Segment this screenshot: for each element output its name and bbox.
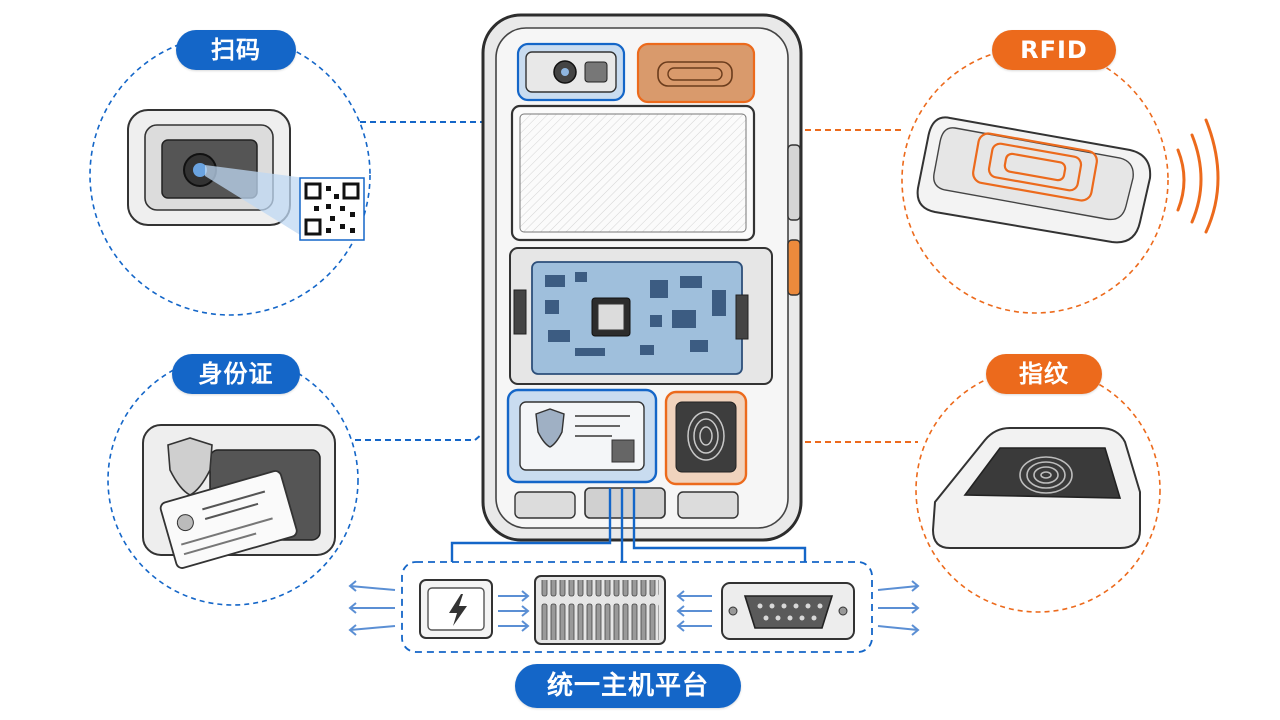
idcard-reader-icon (142, 424, 336, 569)
fingerprint-circle (915, 367, 1161, 613)
id-card-icon (159, 470, 298, 569)
interface-panel (348, 561, 920, 653)
rfid-window (636, 42, 756, 104)
serial-port-icon (721, 582, 855, 640)
flow-arrows (348, 580, 920, 636)
scan-label: 扫码 (176, 30, 296, 70)
power-port-icon (419, 579, 493, 639)
fingerprint-reader-icon (931, 427, 1141, 549)
platform-label: 统一主机平台 (515, 664, 741, 708)
qr-code-icon (299, 177, 365, 241)
idcard-label: 身份证 (172, 354, 300, 394)
fingerprint-label: 指纹 (986, 354, 1102, 394)
rfid-circle (901, 46, 1220, 314)
idcard-circle (107, 354, 359, 606)
tablet-device (481, 13, 803, 542)
side-button (787, 144, 801, 221)
rfid-label: RFID (992, 30, 1116, 70)
rfid-reader-icon (916, 116, 1152, 244)
scan-circle (89, 34, 371, 316)
rfid-wave-icon (1176, 118, 1220, 234)
side-button-orange (787, 239, 801, 296)
